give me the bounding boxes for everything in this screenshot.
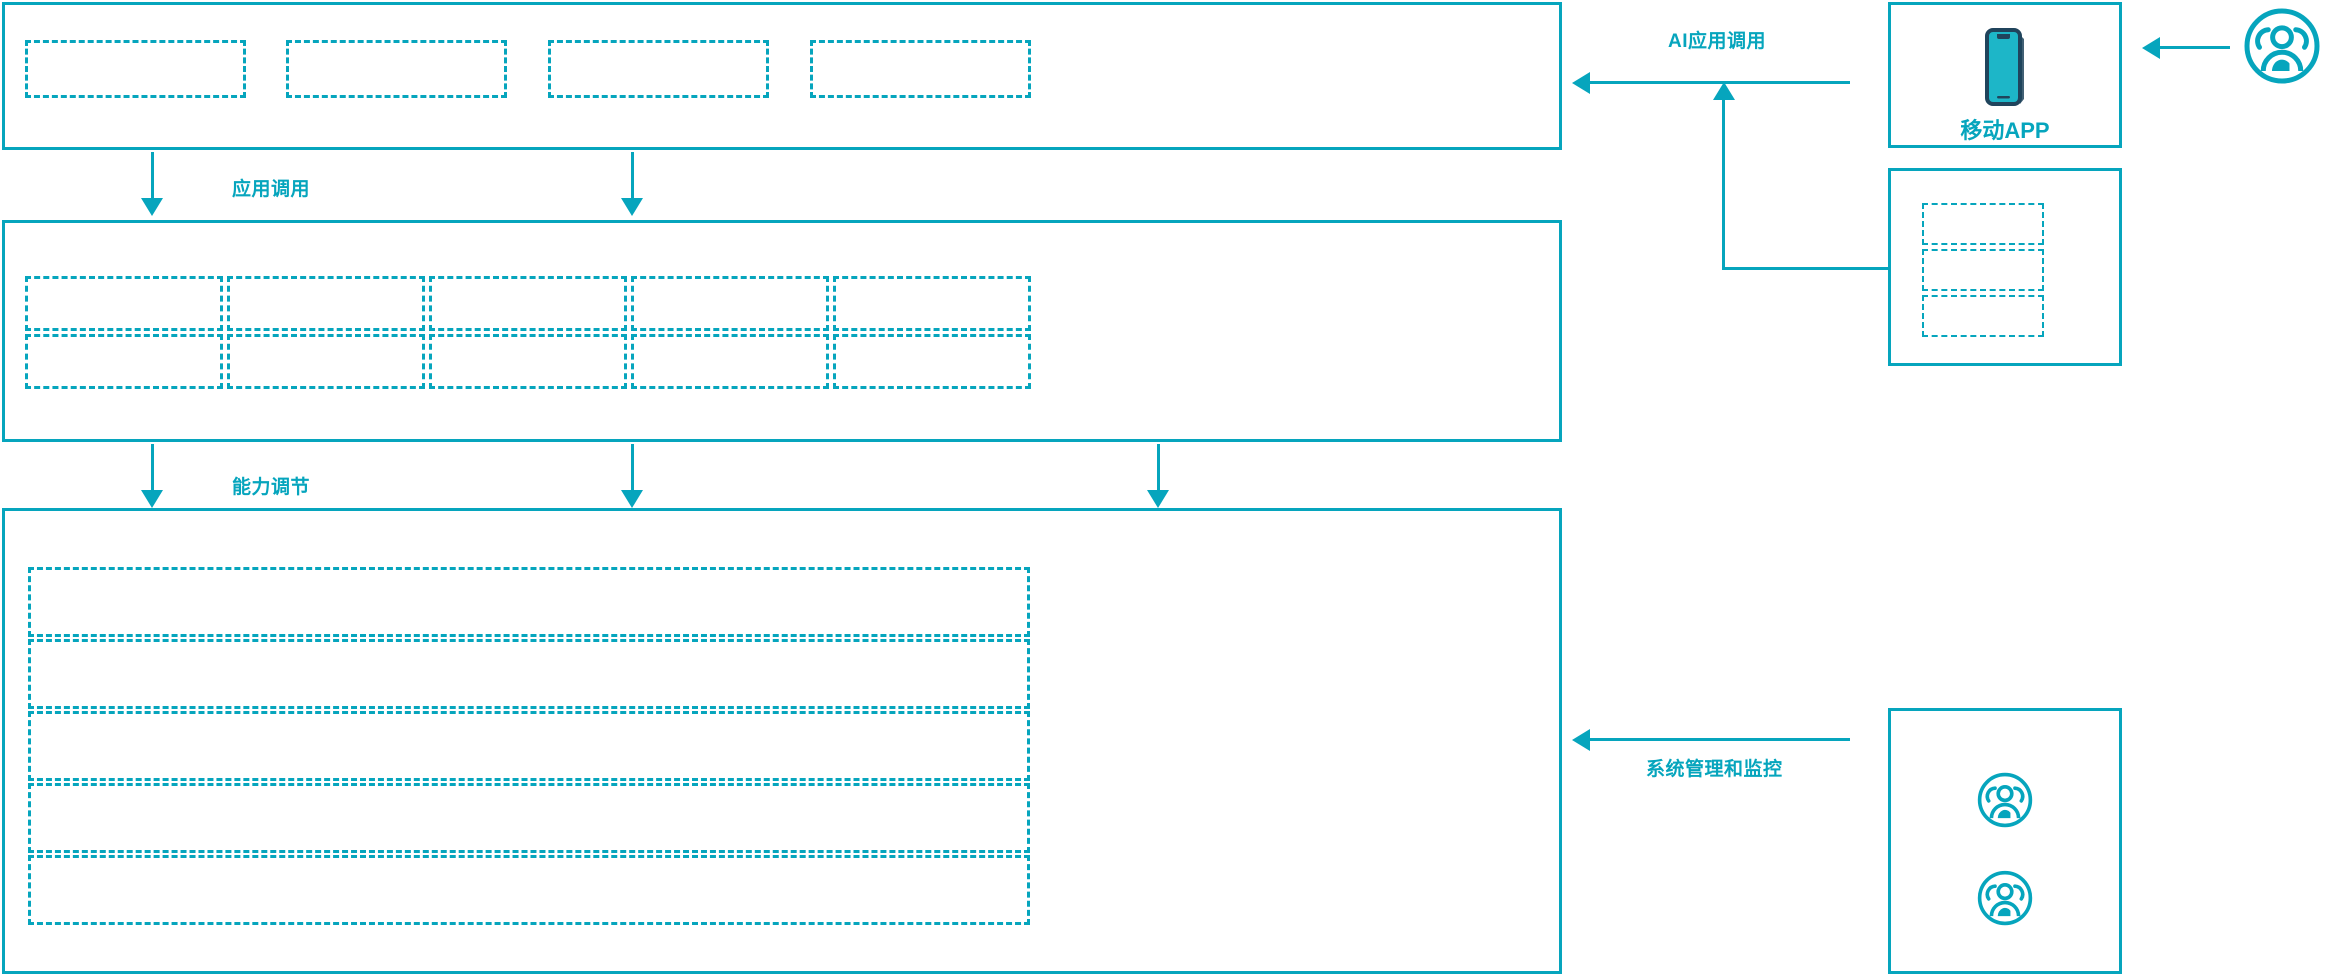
- capability-layer-slot[interactable]: [631, 276, 829, 331]
- application-layer-slot[interactable]: [548, 40, 769, 98]
- capability-layer-slot[interactable]: [429, 276, 627, 331]
- end-user-actor[interactable]: [2242, 6, 2322, 86]
- system-admin-monitor-arrow-head: [1572, 729, 1590, 751]
- platform-layer-panel: [2, 508, 1562, 974]
- app-call-arrow-line: [631, 152, 634, 200]
- capability-adjust-arrow-line: [151, 444, 154, 492]
- application-layer-slot[interactable]: [25, 40, 246, 98]
- platform-layer-slot[interactable]: [28, 567, 1030, 637]
- capability-layer-slot[interactable]: [833, 276, 1031, 331]
- channel-card[interactable]: [1888, 168, 2122, 366]
- capability-layer-slot[interactable]: [25, 334, 223, 389]
- capability-adjust-arrow-head: [621, 490, 643, 508]
- platform-layer-slot[interactable]: [28, 711, 1030, 781]
- application-layer-panel: [2, 2, 1562, 150]
- end-user-arrow-head: [2142, 37, 2160, 59]
- users-group-icon: [1977, 870, 2033, 926]
- capability-layer-slot[interactable]: [227, 276, 425, 331]
- channel-card-slot[interactable]: [1922, 203, 2044, 245]
- users-group-icon: [2244, 8, 2320, 84]
- operations-card-user-icon-2[interactable]: [1976, 869, 2034, 927]
- mobile-app-card[interactable]: 移动APP: [1888, 2, 2122, 148]
- app-call-label: 应用调用: [232, 179, 311, 200]
- end-user-arrow-line: [2160, 46, 2230, 49]
- capability-layer-slot[interactable]: [227, 334, 425, 389]
- system-admin-monitor-arrow-line: [1590, 738, 1850, 741]
- capability-layer-panel: [2, 220, 1562, 442]
- mobile-phone-icon: [1982, 27, 2028, 109]
- app-call-arrow-head: [141, 198, 163, 216]
- application-layer-slot[interactable]: [286, 40, 507, 98]
- mobile-app-card-caption: 移动APP: [1960, 118, 2050, 143]
- capability-adjust-arrow-line: [1157, 444, 1160, 492]
- ai-app-call-arrow-head: [1572, 72, 1590, 94]
- ai-app-call-label: AI应用调用: [1668, 31, 1767, 52]
- users-group-icon: [1977, 772, 2033, 828]
- channel-card-slot[interactable]: [1922, 295, 2044, 337]
- platform-layer-slot[interactable]: [28, 855, 1030, 925]
- capability-adjust-label: 能力调节: [232, 477, 311, 498]
- capability-layer-slot[interactable]: [429, 334, 627, 389]
- operations-card-user-icon-1[interactable]: [1976, 771, 2034, 829]
- channel-riser-elbow: [1722, 267, 1890, 270]
- operations-card[interactable]: [1888, 708, 2122, 974]
- channel-card-slot[interactable]: [1922, 249, 2044, 291]
- channel-riser-line: [1722, 98, 1725, 270]
- platform-layer-slot[interactable]: [28, 783, 1030, 853]
- channel-riser-arrow-head: [1713, 82, 1735, 100]
- app-call-arrow-head: [621, 198, 643, 216]
- capability-layer-slot[interactable]: [25, 276, 223, 331]
- app-call-arrow-line: [151, 152, 154, 200]
- application-layer-slot[interactable]: [810, 40, 1031, 98]
- capability-adjust-arrow-head: [1147, 490, 1169, 508]
- capability-layer-slot[interactable]: [833, 334, 1031, 389]
- capability-adjust-arrow-head: [141, 490, 163, 508]
- capability-adjust-arrow-line: [631, 444, 634, 492]
- platform-layer-slot[interactable]: [28, 639, 1030, 709]
- capability-layer-slot[interactable]: [631, 334, 829, 389]
- system-admin-monitor-label: 系统管理和监控: [1646, 759, 1783, 780]
